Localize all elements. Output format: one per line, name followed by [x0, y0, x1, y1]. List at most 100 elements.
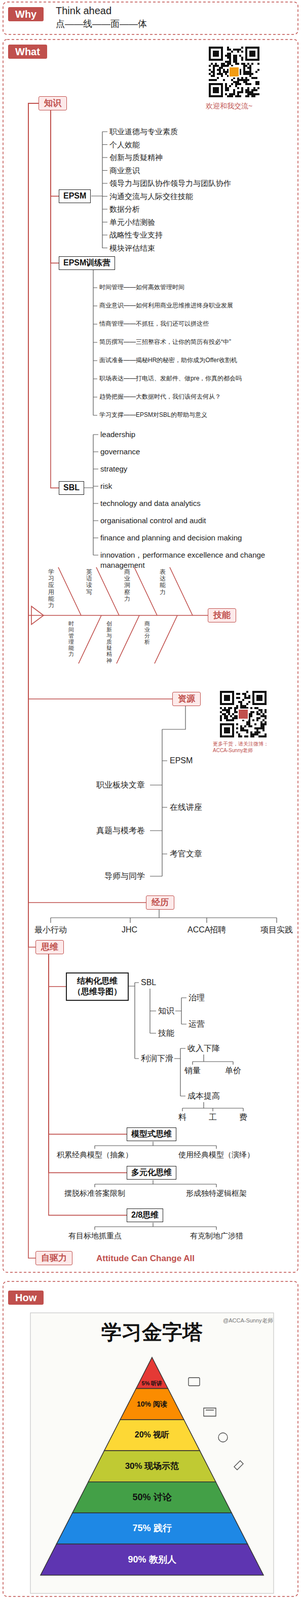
map-item: 销量 [184, 1066, 201, 1077]
list-item: 时间管理——如何高效管理时间 [99, 283, 185, 292]
qr-module [224, 64, 228, 67]
qr-module [248, 695, 251, 698]
qr-module [250, 731, 253, 734]
pyramid-label: 10% 阅读 [136, 1400, 168, 1410]
experience-item: 项目实践 [260, 925, 293, 936]
qr-module [245, 79, 248, 82]
qr-module [258, 713, 261, 716]
pyramid-band [120, 1388, 184, 1421]
topic-box: EPSM训练营 [58, 256, 116, 271]
qr-module [246, 735, 249, 738]
list-item: 积累经典模型（抽象） [56, 1150, 133, 1161]
qr-module [248, 697, 251, 700]
list-item: 有目标地抓重点 [68, 1231, 122, 1242]
qr-module [260, 725, 263, 728]
qr-finder [249, 50, 256, 57]
qr-module [235, 95, 238, 98]
section-panel [3, 1282, 298, 1598]
qr-module [234, 707, 237, 710]
qr-module [248, 725, 251, 728]
qr-finder [220, 724, 234, 737]
node-text: How [15, 1292, 37, 1305]
qr-module [243, 64, 246, 67]
qr-module [256, 727, 259, 730]
qr-module [252, 733, 255, 736]
qr-module [244, 697, 247, 700]
qr-module [210, 70, 213, 73]
picture-frame [30, 1313, 274, 1595]
list-item: 面试准备——揭秘HR的秘密，助你成为Offer收割机 [99, 356, 238, 365]
pyramid-band [104, 1420, 201, 1452]
qr-module [249, 91, 252, 94]
qr-module [227, 89, 230, 92]
qr-module [249, 74, 252, 78]
qr-logo [238, 709, 249, 720]
qr-finder [253, 692, 266, 705]
qr-module [249, 93, 252, 96]
node-text: What [15, 45, 41, 58]
qr-module [248, 723, 251, 726]
qr-module [222, 79, 225, 82]
qr-module [251, 89, 254, 92]
qr-module [256, 729, 259, 732]
qr-module [244, 705, 247, 708]
qr-module [232, 717, 235, 720]
qr-module [249, 83, 252, 86]
node-text: 资源 [177, 693, 196, 705]
qr-module [251, 93, 254, 96]
qr-finder [212, 50, 219, 57]
qr-module [262, 735, 265, 738]
qr-module [240, 703, 243, 706]
list-item: 创新与质疑精神 [109, 152, 163, 163]
qr-module [264, 709, 267, 712]
qr-module [239, 79, 242, 82]
qr-finder [209, 84, 222, 97]
pyramid-band [136, 1358, 169, 1389]
qr-module [242, 693, 245, 696]
qr-module [219, 719, 222, 722]
qr-module [247, 79, 250, 82]
qr-module [253, 93, 256, 96]
map-item: 知识 [158, 1006, 175, 1018]
qr-module [229, 48, 232, 51]
qr-module [237, 95, 240, 98]
qr-module [250, 725, 253, 728]
qr-module [218, 72, 221, 75]
pyramid-label: 30% 现场示范 [125, 1461, 180, 1473]
qr-module [251, 72, 254, 75]
qr-module [235, 60, 238, 63]
qr-module [255, 77, 258, 80]
tree-line [91, 131, 108, 249]
list-item: organisational control and audit [100, 515, 206, 526]
pyramid-label: 20% 视听 [134, 1430, 170, 1442]
qr-module [229, 54, 232, 57]
qr-module [223, 715, 227, 718]
qr-module [238, 697, 241, 700]
qr-module [251, 91, 254, 94]
qr-module [223, 707, 227, 710]
list-item: 模块评估结束 [109, 243, 156, 254]
bone-label: 表达能力 [159, 569, 166, 596]
qr-module [224, 93, 228, 96]
qr-module [229, 56, 232, 59]
qr-module [257, 87, 260, 90]
qr-module [228, 719, 231, 722]
node-text: 结构化思维 （思维导图） [71, 976, 123, 998]
map-item: 工 [208, 1112, 217, 1124]
qr-finder [209, 47, 222, 60]
topic-box: 2/8思维 [126, 1209, 164, 1223]
qr-module [224, 60, 228, 63]
qr-module [249, 68, 252, 71]
tree-line [128, 983, 139, 1060]
qr-module [237, 93, 240, 96]
qr-module [247, 70, 250, 73]
list-item: 趋势把握——大数据时代，我们该何去何从？ [99, 393, 221, 402]
qr-module [247, 95, 250, 98]
qr-module [220, 62, 223, 65]
qr-module [262, 725, 265, 728]
resource-item: 导师与同学 [104, 871, 145, 883]
qr-module [233, 89, 236, 92]
qr-module [222, 70, 225, 73]
qr-module [228, 713, 231, 716]
tree-connector [28, 103, 39, 948]
